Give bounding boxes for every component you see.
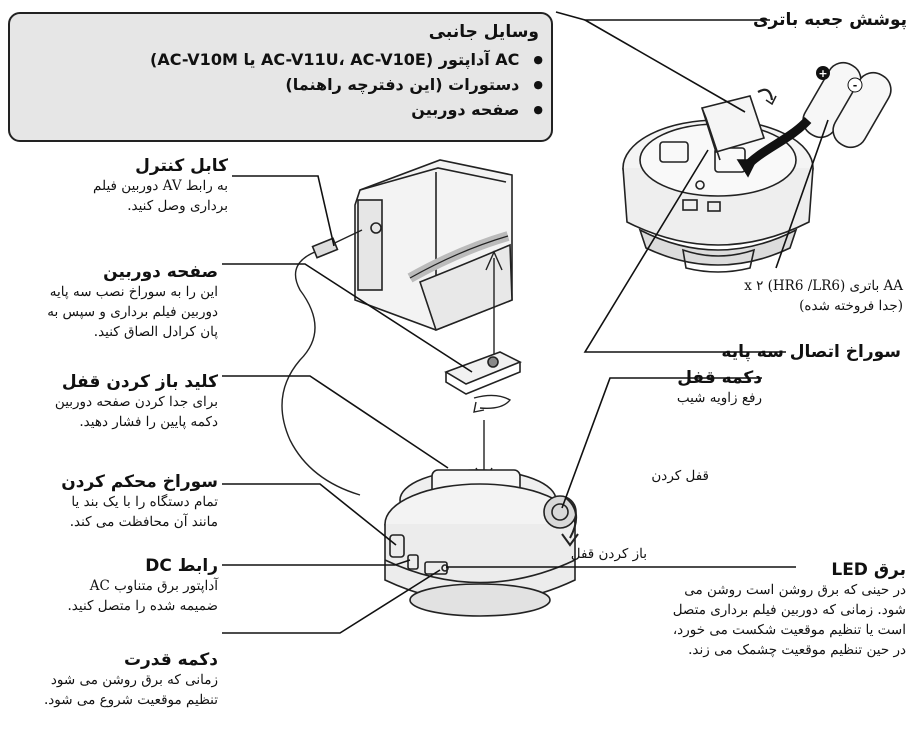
led-desc-line: شود. زمانی که دوربین فیلم برداری متصل [672, 602, 906, 618]
release-key-title: کلید باز کردن قفل [61, 372, 218, 392]
power-button-line: تنظیم موقعیت شروع می شود. [43, 692, 218, 708]
base-unit-top-illustration [622, 119, 814, 273]
release-key-label: کلید باز کردن قفل برای جدا کردن صفحه دور… [8, 372, 218, 432]
security-hole-line: مانند آن محافظت می کند. [69, 514, 218, 530]
dc-jack-line: آداپتور برق متناوب AC [89, 578, 218, 594]
camera-plate-illustration [444, 351, 522, 395]
dc-jack-line: ضمیمه شده را متصل کنید. [67, 598, 218, 614]
led-desc-line: در حینی که برق روشن است روشن می [684, 582, 906, 598]
camera-plate-label: صفحه دوربین این را به سوراخ نصب سه پایه … [8, 262, 218, 342]
led-label: برق LED در حینی که برق روشن است روشن می … [673, 560, 906, 660]
security-hole-label: سوراخ محکم کردن تمام دستگاه را با یک بند… [8, 472, 218, 532]
battery-minus-mark: - [853, 79, 858, 92]
lock-button-title: دکمه قفل [677, 368, 762, 388]
accessory-item: دستورات (این دفترچه راهنما) [150, 73, 543, 98]
battery-plus-mark: + [818, 67, 827, 80]
led-desc-line: است یا تنظیم موقعیت شکست می خورد، [672, 622, 906, 638]
unlock-text: باز کردن قفل [570, 546, 647, 562]
dc-jack-title: رابط DC [145, 556, 218, 576]
power-button-label: دکمه قدرت زمانی که برق روشن می شود تنظیم… [8, 650, 218, 710]
lock-button-desc: رفع زاویه شیب [676, 390, 762, 406]
dc-jack-label: رابط DC آداپتور برق متناوب AC ضمیمه شده … [8, 556, 218, 616]
lock-button-label: دکمه قفل رفع زاویه شیب [677, 368, 762, 408]
pan-cradle-illustration [384, 469, 577, 617]
camera-plate-line: دوربین فیلم برداری و سپس به [47, 304, 218, 320]
control-cable-title: کابل کنترل [135, 156, 228, 176]
accessories-title: وسایل جانبی [428, 22, 539, 42]
camera-plate-line: پان کرادل الصاق کنید. [93, 324, 218, 340]
release-key-line: دکمه پایین را فشار دهید. [79, 414, 218, 430]
battery-cover-label: پوشش جعبه باتری [752, 10, 907, 30]
security-hole-title: سوراخ محکم کردن [61, 472, 218, 492]
led-desc: در حینی که برق روشن است روشن می شود. زما… [673, 580, 906, 660]
batteries-line: (جدا فروخته شده) [799, 298, 903, 314]
batteries-label: AA باتری (HR6 /LR6) x ۲ (جدا فروخته شده) [744, 276, 903, 316]
control-cable-label: کابل کنترل به رابط AV دوربین فیلم برداری… [18, 156, 228, 216]
security-hole-line: تمام دستگاه را با یک بند یا [71, 494, 218, 510]
lock-text: قفل کردن [651, 468, 709, 484]
control-cable-line: به رابط AV دوربین فیلم [93, 178, 228, 194]
release-key-line: برای جدا کردن صفحه دوربین [54, 394, 218, 410]
camera-plate-title: صفحه دوربین [103, 262, 218, 282]
accessories-list: AC آداپتور (AC-V11U، AC-V10E یا AC-V10M)… [150, 48, 543, 123]
batteries-illustration [802, 61, 892, 149]
led-title: برق LED [831, 560, 906, 580]
leader-lines [222, 11, 829, 634]
camcorder-illustration [354, 159, 513, 332]
power-button-title: دکمه قدرت [123, 650, 218, 670]
tripod-hole-label: سوراخ اتصال سه پایه [721, 342, 901, 362]
accessories-box: وسایل جانبی AC آداپتور (AC-V11U، AC-V10E… [8, 12, 553, 142]
battery-cover-illustration [700, 88, 777, 161]
batteries-line: AA باتری (HR6 /LR6) x ۲ [744, 278, 903, 294]
accessory-item: صفحه دوربین [150, 98, 543, 123]
camera-plate-line: این را به سوراخ نصب سه پایه [49, 284, 218, 300]
power-button-line: زمانی که برق روشن می شود [50, 672, 218, 688]
control-cable-line: برداری وصل کنید. [127, 198, 228, 214]
accessory-item: AC آداپتور (AC-V11U، AC-V10E یا AC-V10M) [150, 48, 543, 73]
led-desc-line: در حین تنظیم موقعیت چشمک می زند. [688, 642, 906, 658]
